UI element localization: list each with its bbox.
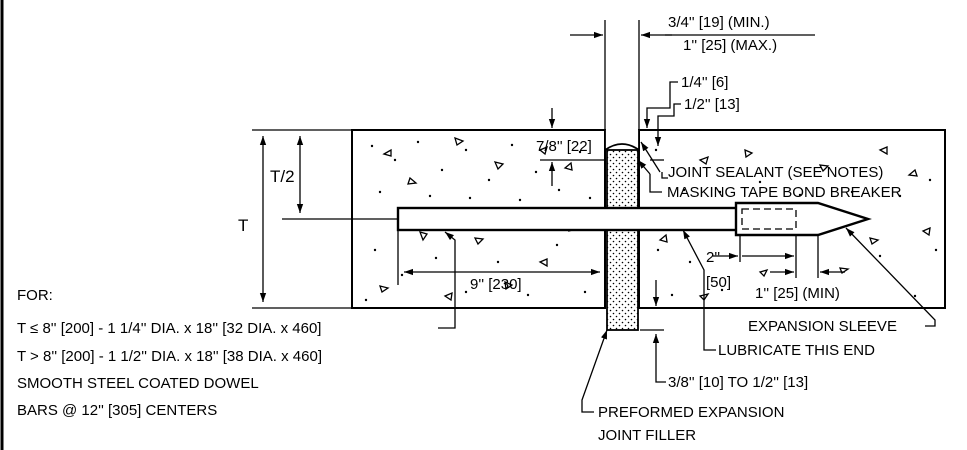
filler-recess-dimension xyxy=(640,280,666,383)
reservoir-depth-dimension xyxy=(540,108,605,186)
filler-callout-line1: PREFORMED EXPANSION xyxy=(598,404,784,421)
dowel-bar xyxy=(396,206,742,232)
joint-sealant-callout: JOINT SEALANT (SEE NOTES) xyxy=(668,164,883,181)
half-inch-label: 1/2'' [13] xyxy=(684,96,740,113)
thickness-label: T xyxy=(238,216,248,235)
sleeve-dimensions xyxy=(713,235,845,278)
joint-width-dimension xyxy=(570,20,815,130)
masking-tape-callout: MASKING TAPE BOND BREAKER xyxy=(667,184,902,201)
expansion-joint-filler xyxy=(606,149,639,331)
sleeve-leaders xyxy=(682,227,936,351)
notes-line-4: BARS @ 12'' [305] CENTERS xyxy=(17,402,217,419)
fifty-mm-label: [50] xyxy=(706,274,731,291)
sealant-leaders xyxy=(637,141,668,193)
sleeve-inner-dash xyxy=(741,208,797,230)
expansion-sleeve-callout: EXPANSION SLEEVE xyxy=(748,318,897,335)
filler-leader xyxy=(581,329,608,413)
reservoir-depth-label: 7/8'' [22] xyxy=(536,138,592,155)
notes-line-3: SMOOTH STEEL COATED DOWEL xyxy=(17,375,259,392)
two-inch-label: 2'' xyxy=(706,249,720,266)
dowel-notes: FOR: T ≤ 8'' [200] - 1 1/4'' DIA. x 18''… xyxy=(17,287,322,419)
embedment-label: 9'' [230] xyxy=(470,276,522,293)
quarter-inch-label: 1/4'' [6] xyxy=(681,74,728,91)
notes-line-1: T ≤ 8'' [200] - 1 1/4'' DIA. x 18'' [32 … xyxy=(17,320,321,337)
joint-width-max-label: 1'' [25] (MAX.) xyxy=(683,37,777,54)
notes-leader xyxy=(438,231,456,329)
lubricate-callout: LUBRICATE THIS END xyxy=(718,342,875,359)
notes-heading: FOR: xyxy=(17,287,53,304)
notes-line-2: T > 8'' [200] - 1 1/2'' DIA. x 18'' [38 … xyxy=(17,348,322,365)
half-thickness-label: T/2 xyxy=(270,167,295,186)
filler-recess-label: 3/8'' [10] TO 1/2'' [13] xyxy=(668,374,808,391)
joint-width-min-label: 3/4'' [19] (MIN.) xyxy=(668,14,770,31)
sealant-reservoir xyxy=(604,130,640,152)
embedment-dimension xyxy=(397,230,600,285)
sleeve-overlap-label: 1'' [25] (MIN) xyxy=(755,285,840,302)
concrete-texture xyxy=(364,140,938,302)
expansion-sleeve xyxy=(734,201,872,237)
filler-callout-line2: JOINT FILLER xyxy=(598,427,696,444)
thickness-dimension xyxy=(252,129,398,309)
